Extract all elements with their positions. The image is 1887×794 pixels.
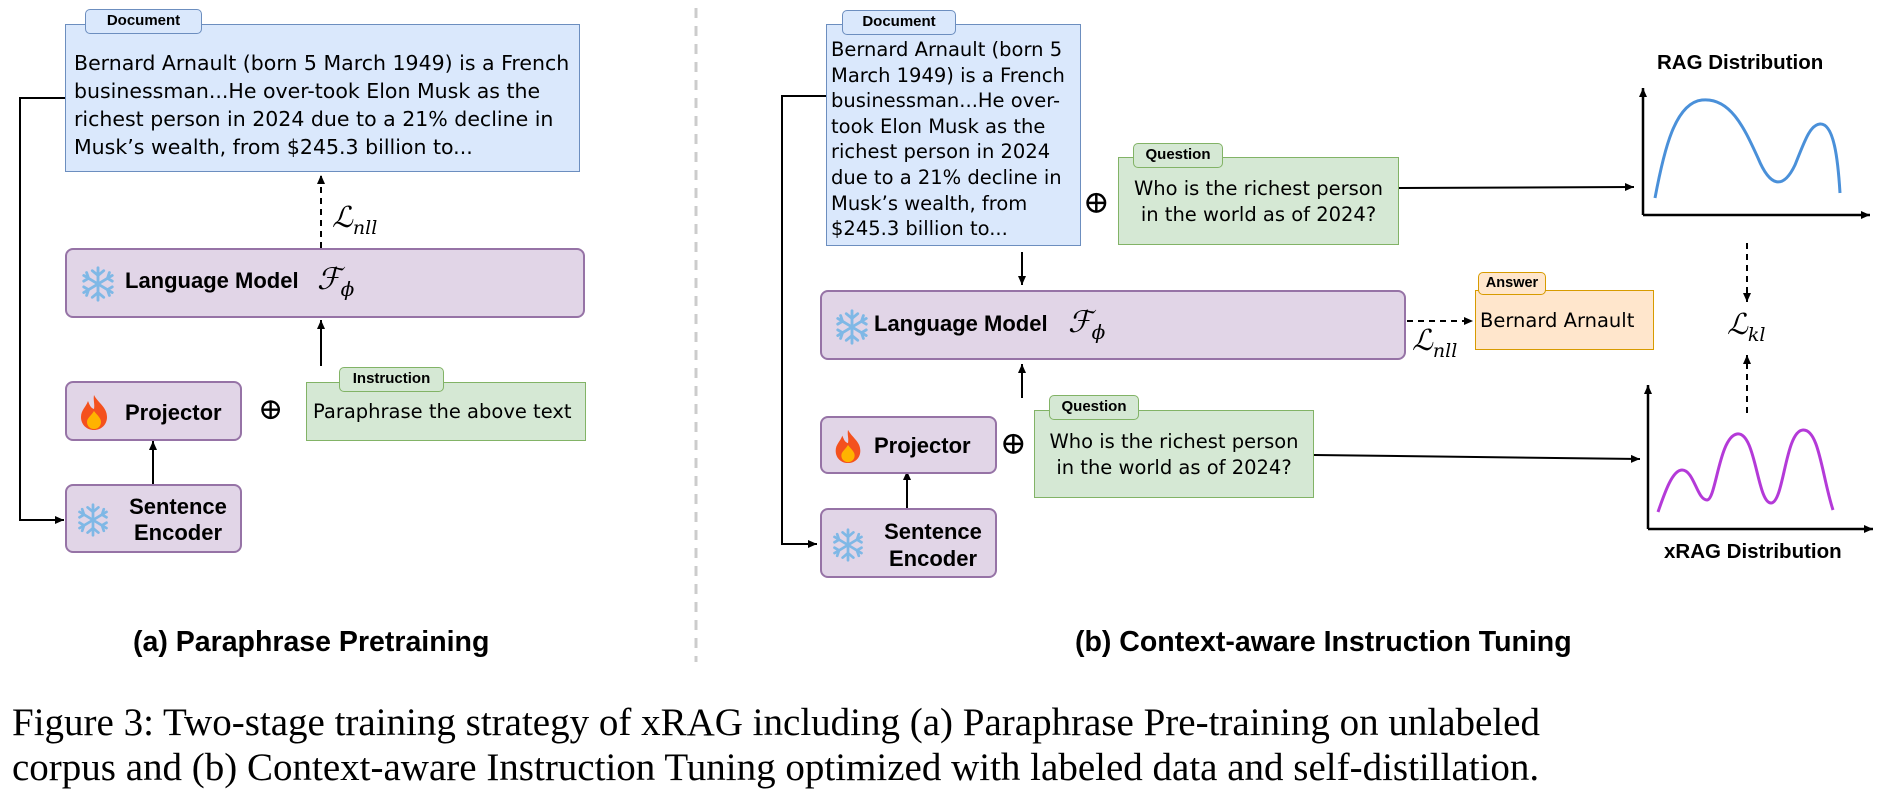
language-model-label-b: Language Model: [874, 311, 1048, 336]
xrag-distribution-title: xRAG Distribution: [1664, 540, 1842, 563]
rag-distribution-plot: [1639, 88, 1870, 219]
concat-symbol-b1: ⊕: [1083, 183, 1110, 221]
projector-box-a: Projector: [65, 381, 242, 441]
doc-to-encoder-line-a: [19, 97, 65, 524]
projector-box-b: Projector: [820, 416, 997, 474]
language-model-label-a: Language Model: [125, 268, 299, 293]
snowflake-icon: [833, 528, 863, 562]
fire-icon: [81, 395, 107, 430]
question-tag-b: Question: [1133, 143, 1223, 168]
model-symbol-b: ℱϕ: [1068, 305, 1106, 344]
snowflake-icon: [82, 266, 114, 302]
document-box-a: Bernard Arnault (born 5 March 1949) is a…: [65, 24, 580, 172]
caption-b: (b) Context-aware Instruction Tuning: [1075, 626, 1572, 658]
rag-distribution-title: RAG Distribution: [1657, 51, 1824, 74]
document-text-a: Bernard Arnault (born 5 March 1949) is a…: [74, 51, 570, 159]
nll-loss-label-b: ℒnll: [1412, 323, 1458, 362]
figure-caption-line1: Figure 3: Two-stage training strategy of…: [12, 701, 1540, 744]
instruction-tag-a: Instruction: [339, 367, 444, 392]
language-model-box-b: Language Model ℱϕ: [820, 290, 1406, 360]
document-text-b: Bernard Arnault (born 5 March 1949) is a…: [831, 38, 1065, 241]
nll-loss-label-a: ℒnll: [332, 200, 378, 239]
sentence-encoder-box-a: Sentence Encoder: [65, 484, 242, 553]
question-box-b: Who is the richest person in the world a…: [1118, 157, 1399, 245]
question-box-b2: Who is the richest person in the world a…: [1034, 410, 1314, 498]
snowflake-icon: [78, 503, 108, 537]
document-tag-b: Document: [842, 10, 956, 35]
concat-symbol-a: ⊕: [258, 392, 284, 427]
snowflake-icon: [836, 309, 868, 345]
answer-box: Bernard Arnault: [1475, 290, 1654, 350]
doc-to-encoder-line-b: [781, 95, 826, 548]
answer-text: Bernard Arnault: [1480, 309, 1635, 332]
question2-to-xrag-arrow: [1313, 454, 1641, 463]
xrag-curve: [1656, 428, 1835, 513]
projector-label-a: Projector: [125, 400, 222, 425]
rag-curve: [1653, 98, 1842, 199]
question-tag-b2: Question: [1049, 395, 1139, 420]
model-symbol-a: ℱϕ: [317, 262, 355, 301]
caption-a: (a) Paraphrase Pretraining: [133, 626, 490, 658]
question-text-b: Who is the richest person in the world a…: [1133, 177, 1384, 226]
projector-label-b: Projector: [874, 433, 971, 458]
figure-caption-line2: corpus and (b) Context-aware Instruction…: [12, 746, 1540, 789]
question2-text-b: Who is the richest person in the world a…: [1049, 430, 1299, 479]
xrag-distribution-plot: [1644, 385, 1873, 533]
question-to-rag-arrow: [1398, 183, 1635, 192]
sentence-encoder-label-a: Sentence Encoder: [129, 494, 227, 545]
instruction-text-a: Paraphrase the above text: [313, 400, 572, 423]
sentence-encoder-box-b: Sentence Encoder: [820, 508, 997, 578]
kl-loss-label: ℒkl: [1727, 307, 1766, 346]
document-tag-a: Document: [85, 9, 202, 34]
document-box-b: Bernard Arnault (born 5 March 1949) is a…: [826, 24, 1081, 246]
concat-symbol-b2: ⊕: [1000, 424, 1027, 462]
answer-tag: Answer: [1478, 272, 1546, 295]
fire-icon: [835, 429, 861, 464]
language-model-box-a: Language Model ℱϕ: [65, 248, 585, 318]
sentence-encoder-label-b: Sentence Encoder: [884, 519, 982, 571]
